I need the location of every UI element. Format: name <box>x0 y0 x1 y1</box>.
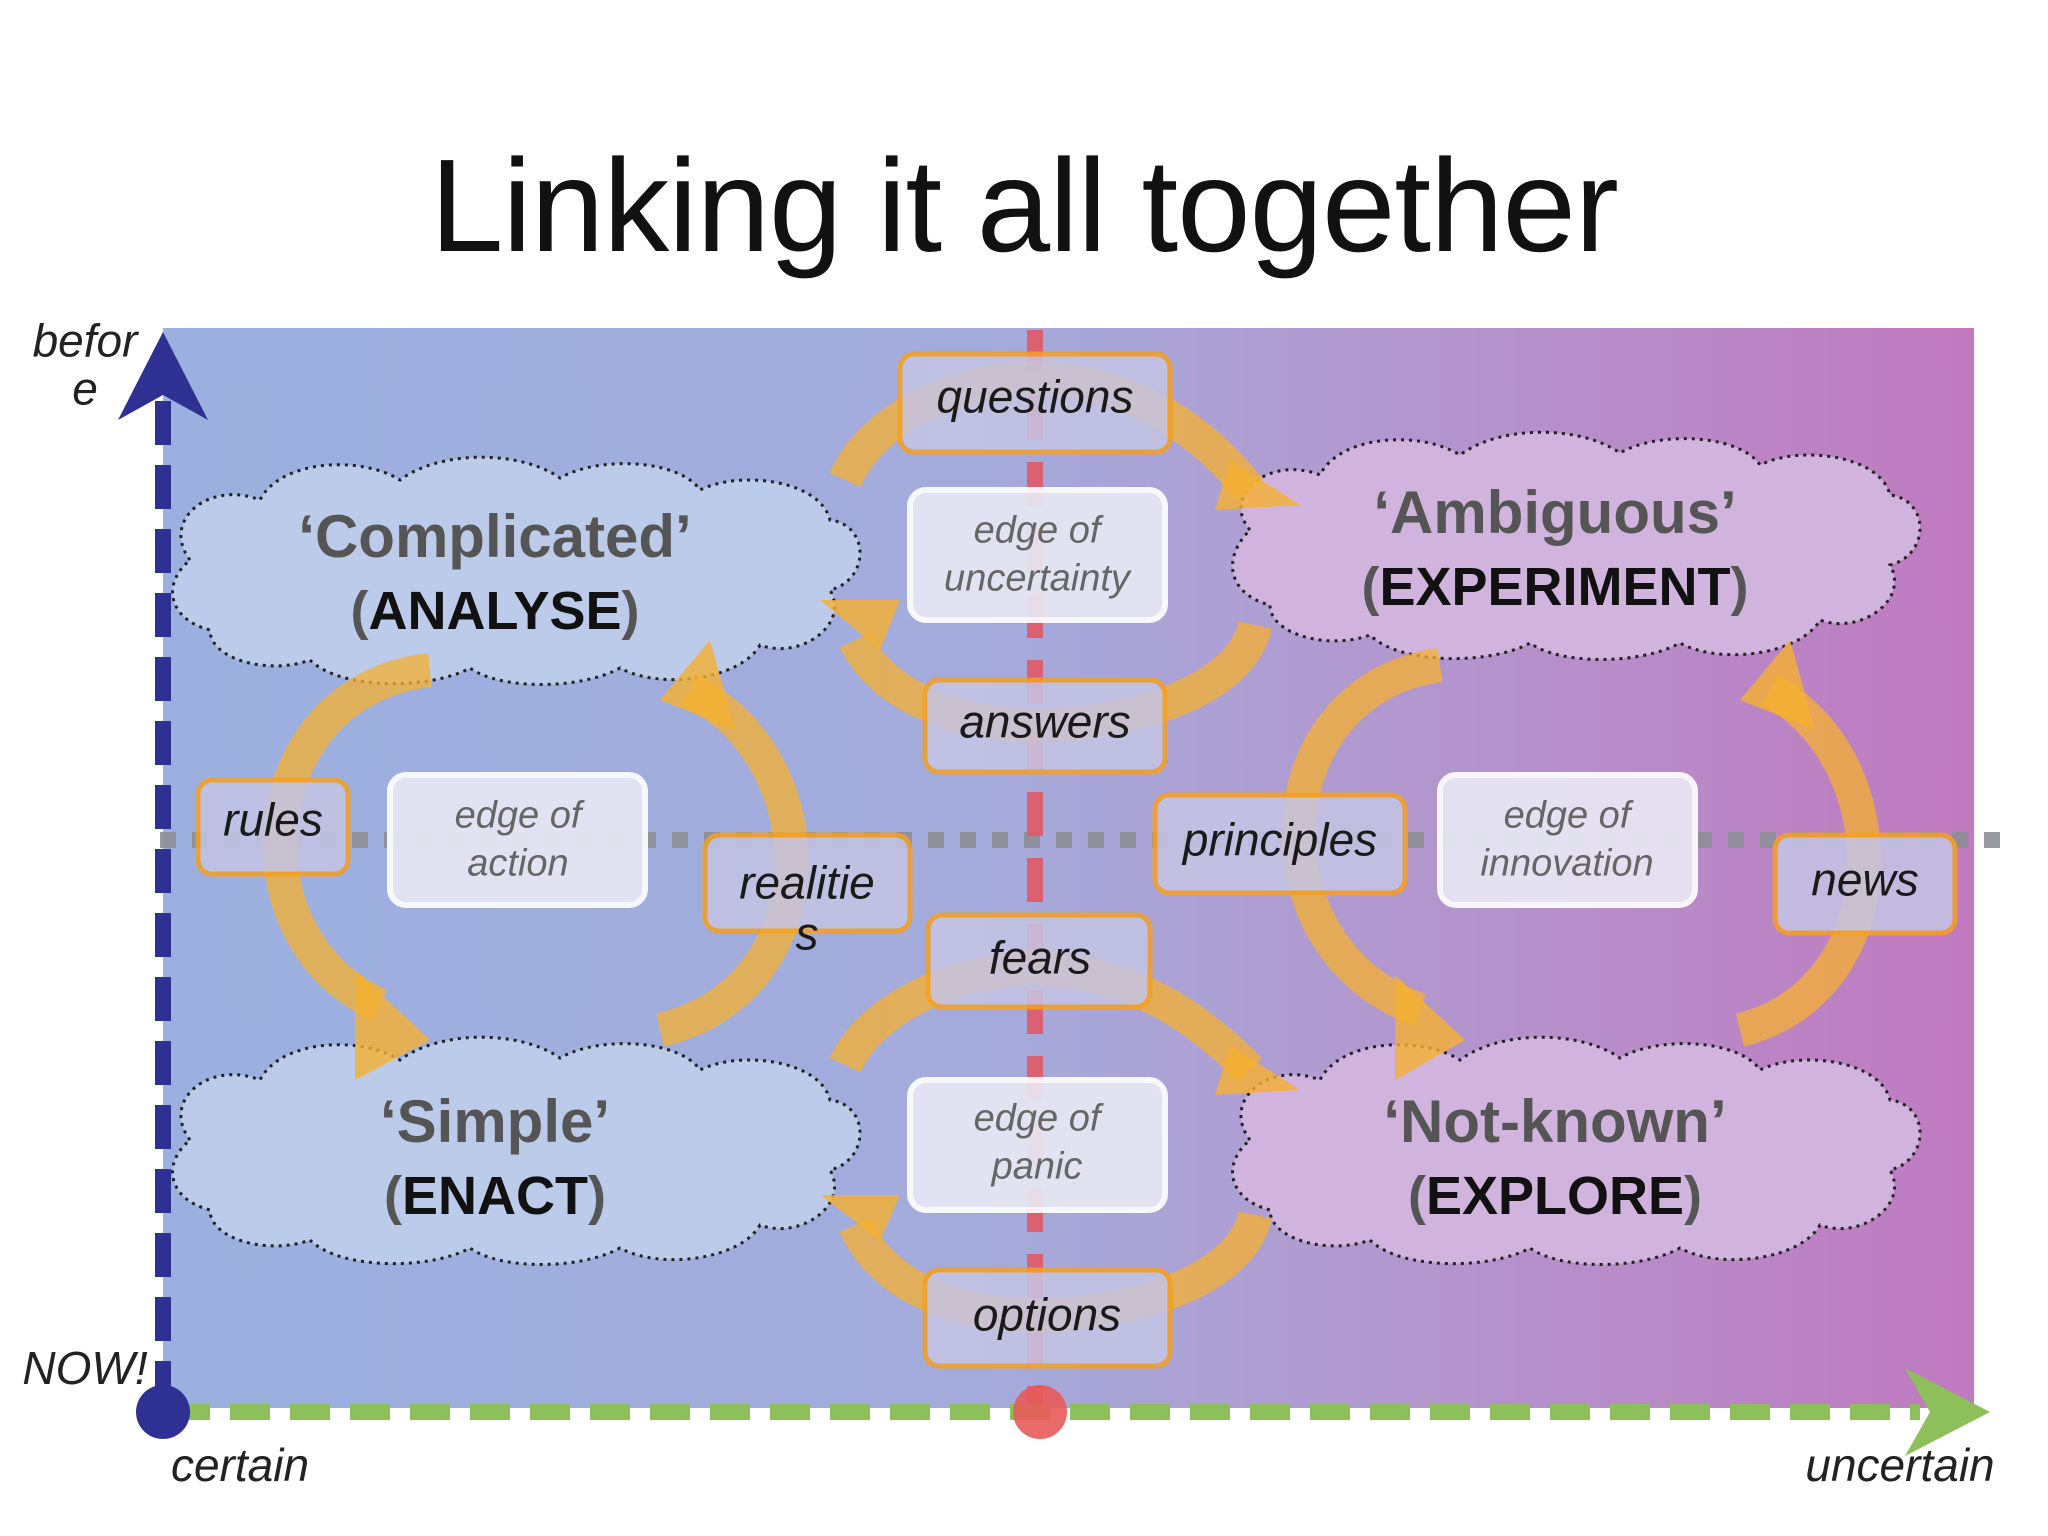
x-axis-arrowhead <box>1905 1368 1990 1456</box>
origin-dot <box>136 1385 190 1439</box>
domain-complicated: ‘Complicated’ (ANALYSE) <box>298 498 691 646</box>
domain-not-known: ‘Not-known’ (EXPLORE) <box>1383 1083 1726 1231</box>
domain-simple-action: ENACT <box>401 1165 588 1226</box>
domain-simple-name: ‘Simple’ <box>379 1087 611 1155</box>
midpoint-dot <box>1013 1385 1067 1439</box>
domain-not-known-action: EXPLORE <box>1425 1165 1685 1226</box>
domain-complicated-action: ANALYSE <box>368 580 622 641</box>
cloud-complicated <box>171 455 862 686</box>
link-answers: answers <box>959 695 1131 748</box>
link-principles: principles <box>1182 813 1378 866</box>
arrowhead-not-known <box>1395 975 1465 1080</box>
arrowhead-ambiguous <box>1740 640 1815 730</box>
arrowhead-not-known-top <box>1215 1045 1300 1095</box>
edge-action-label: edge of action <box>454 794 582 885</box>
link-options: options <box>972 1288 1122 1341</box>
link-news: news <box>1811 853 1919 906</box>
box-edge-innovation <box>1437 772 1698 908</box>
arrowhead-complicated-top <box>820 600 900 650</box>
domain-ambiguous-name: ‘Ambiguous’ <box>1373 478 1737 546</box>
box-questions <box>897 351 1173 455</box>
x-axis-right-label: uncertain <box>1805 1438 1995 1491</box>
edge-panic-label: edge of panic <box>973 1097 1101 1188</box>
x-axis-left-label: certain <box>170 1438 310 1491</box>
y-axis-bottom-label: NOW! <box>22 1341 148 1394</box>
domain-not-known-name: ‘Not-known’ <box>1383 1087 1727 1155</box>
link-questions: questions <box>936 370 1134 423</box>
arrowhead-ambiguous-top <box>1215 460 1300 510</box>
edge-boxes <box>387 487 1698 1213</box>
cloud-not-known <box>1231 1035 1922 1266</box>
domain-simple: ‘Simple’ (ENACT) <box>380 1083 610 1231</box>
arrowhead-simple <box>355 970 430 1080</box>
box-realities <box>702 832 913 934</box>
link-realities: realitie s <box>739 856 875 959</box>
cloud-ambiguous <box>1231 430 1922 661</box>
link-rules: rules <box>223 793 323 846</box>
arrowhead-complicated <box>660 640 735 730</box>
link-boxes <box>195 351 1958 1369</box>
arrow-heads <box>355 460 1815 1240</box>
box-rules <box>195 777 351 877</box>
edge-uncertainty-label: edge of uncertainty <box>944 509 1130 600</box>
y-axis-arrowhead <box>118 332 208 420</box>
box-edge-uncertainty <box>907 487 1168 623</box>
box-edge-action <box>387 772 648 908</box>
edge-innovation-label: edge of innovation <box>1480 794 1654 885</box>
y-axis-top-label: befor e <box>32 314 138 415</box>
domain-ambiguous: ‘Ambiguous’ (EXPERIMENT) <box>1361 474 1748 622</box>
box-news <box>1772 832 1958 936</box>
cloud-simple <box>171 1035 862 1266</box>
domain-complicated-name: ‘Complicated’ <box>298 502 692 570</box>
box-fears <box>925 912 1153 1010</box>
box-options <box>922 1267 1173 1369</box>
link-fears: fears <box>988 931 1092 984</box>
box-edge-panic <box>907 1077 1168 1213</box>
box-principles <box>1152 792 1408 896</box>
arrowhead-simple-bottom <box>820 1195 900 1240</box>
box-answers <box>922 677 1168 775</box>
domain-ambiguous-action: EXPERIMENT <box>1379 556 1731 617</box>
slide-title: Linking it all together <box>430 132 1619 279</box>
